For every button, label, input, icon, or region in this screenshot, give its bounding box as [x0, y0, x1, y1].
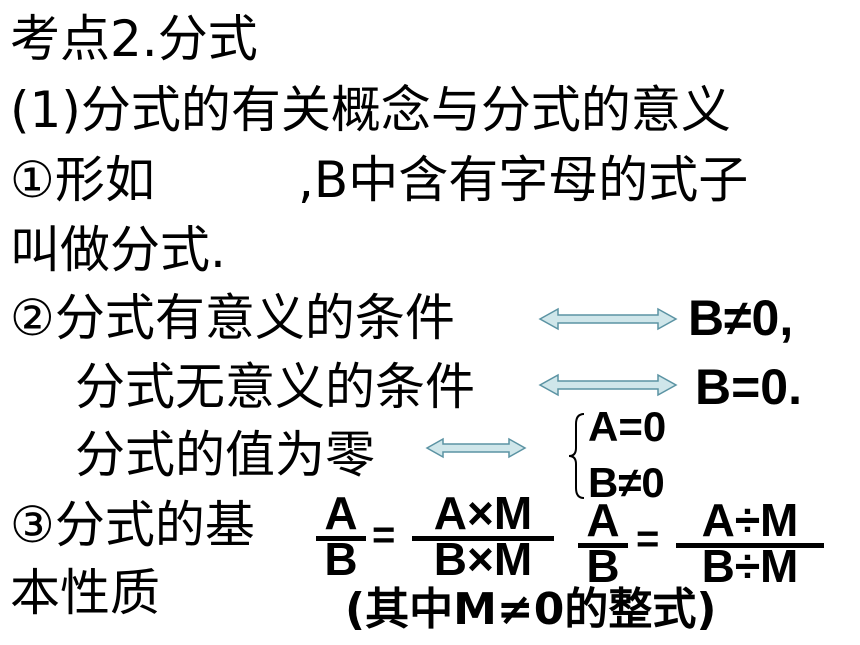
numerator: A×M	[433, 487, 533, 539]
item1-start: ①形如	[10, 151, 155, 209]
numerator: A	[586, 494, 620, 546]
denominator: B	[586, 540, 620, 592]
numerator: A÷M	[701, 494, 799, 546]
fraction-bar	[676, 543, 824, 548]
equals-sign: =	[636, 517, 660, 561]
left-brace	[568, 413, 585, 499]
title: 考点2.分式	[10, 10, 258, 68]
item2-meaningless-condition: 分式无意义的条件	[75, 358, 475, 416]
double-arrow-icon	[425, 437, 527, 459]
fraction-am-over-bm: A×M B×M	[412, 490, 554, 586]
item3-continuation: 本性质	[10, 564, 160, 622]
double-arrow-icon	[538, 307, 678, 331]
denominator: B×M	[433, 533, 533, 585]
formula-note: (其中M≠0的整式)	[345, 584, 717, 635]
fraction-bar	[412, 536, 554, 541]
item1-continuation: 叫做分式.	[10, 221, 226, 279]
numerator: A	[324, 487, 358, 539]
fraction-a-over-b-2: A B	[578, 497, 628, 593]
fraction-bar	[578, 543, 628, 548]
item2-meaningful-condition: ②分式有意义的条件	[10, 289, 455, 347]
zero-condition-a: A=0	[588, 403, 667, 450]
denominator: B÷M	[701, 540, 799, 592]
item3: ③分式的基	[10, 496, 255, 554]
item2-meaningful-result: B≠0,	[688, 290, 794, 346]
item2-zero-value: 分式的值为零	[75, 426, 375, 484]
fraction-a-over-b: A B	[316, 490, 366, 586]
double-arrow-icon	[538, 373, 678, 397]
fraction-a-div-m-over-b-div-m: A÷M B÷M	[676, 497, 824, 593]
item1-rest: ,B中含有字母的式子	[298, 151, 749, 209]
equals-sign: =	[372, 513, 396, 557]
zero-condition-b: B≠0	[588, 459, 665, 506]
section-heading: (1)分式的有关概念与分式的意义	[10, 81, 731, 139]
fraction-bar	[316, 536, 366, 541]
item2-meaningless-result: B=0.	[695, 359, 803, 415]
denominator: B	[324, 533, 358, 585]
